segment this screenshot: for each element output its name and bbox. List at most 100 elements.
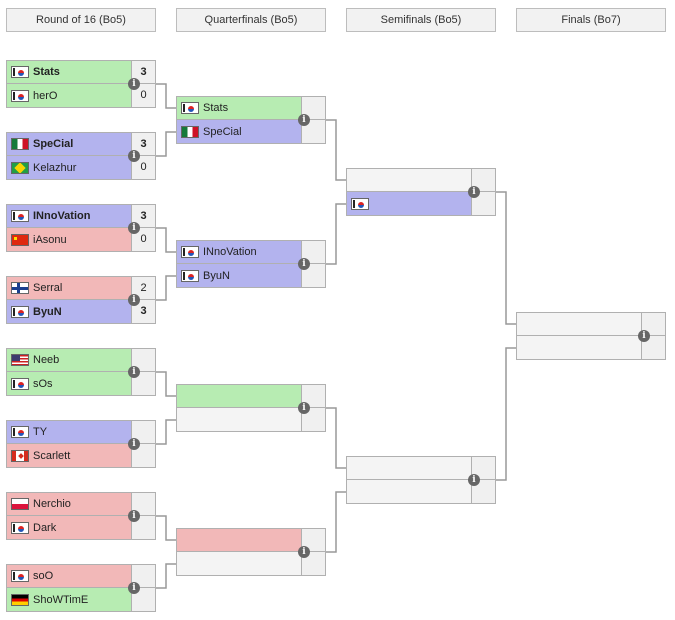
sf-match-2-player-1-slot[interactable] bbox=[346, 456, 472, 480]
qf-match-4-player-2-slot[interactable] bbox=[176, 552, 302, 576]
qf-match-3-player-1-slot[interactable] bbox=[176, 384, 302, 408]
ro16-match-1-player-1-slot[interactable]: Stats bbox=[6, 60, 132, 84]
header-semifinals: Semifinals (Bo5) bbox=[346, 8, 496, 32]
sf-match-2: i bbox=[346, 456, 496, 504]
player-name: Serral bbox=[33, 282, 63, 294]
flag-kr-icon bbox=[11, 377, 29, 390]
player-name: Neeb bbox=[33, 354, 60, 366]
ro16-match-7-player-2-slot[interactable]: Dark bbox=[6, 516, 132, 540]
header-finals: Finals (Bo7) bbox=[516, 8, 666, 32]
ro16-match-5: Neeb sOs i bbox=[6, 348, 156, 396]
score-cell: 0 bbox=[132, 156, 156, 180]
qf-match-4-player-1-slot[interactable] bbox=[176, 528, 302, 552]
match-info-icon[interactable]: i bbox=[128, 366, 140, 378]
ro16-match-2-player-2-slot[interactable]: Kelazhur bbox=[6, 156, 132, 180]
player-name: soO bbox=[33, 570, 54, 582]
match-info-icon[interactable]: i bbox=[128, 438, 140, 450]
sf-match-1-player-2-slot[interactable] bbox=[346, 192, 472, 216]
flag-kr-icon bbox=[11, 89, 29, 102]
player-name: INnoVation bbox=[33, 210, 91, 222]
qf-match-3-player-2-slot[interactable] bbox=[176, 408, 302, 432]
match-info-icon[interactable]: i bbox=[298, 258, 310, 270]
match-info-icon[interactable]: i bbox=[128, 510, 140, 522]
player-name: Kelazhur bbox=[33, 161, 77, 174]
match-info-icon[interactable]: i bbox=[638, 330, 650, 342]
flag-kr-icon bbox=[11, 66, 29, 78]
match-info-icon[interactable]: i bbox=[128, 294, 140, 306]
player-name: ByuN bbox=[203, 269, 230, 282]
ro16-match-3-player-2-slot[interactable]: iAsonu bbox=[6, 228, 132, 252]
flag-pl-icon bbox=[11, 498, 29, 510]
ro16-match-1-player-2-slot[interactable]: herO bbox=[6, 84, 132, 108]
flag-cn-icon bbox=[11, 233, 29, 246]
qf-match-1-player-1-slot[interactable]: Stats bbox=[176, 96, 302, 120]
flag-de-icon bbox=[11, 593, 29, 606]
flag-kr-icon bbox=[351, 197, 369, 210]
score-cell bbox=[472, 168, 496, 192]
qf-match-1-player-2-slot[interactable]: SpeCial bbox=[176, 120, 302, 144]
player-name: sOs bbox=[33, 377, 53, 390]
ro16-match-3-player-1-slot[interactable]: INnoVation bbox=[6, 204, 132, 228]
flag-us-icon bbox=[11, 354, 29, 366]
flag-ca-icon bbox=[11, 449, 29, 462]
match-info-icon[interactable]: i bbox=[468, 474, 480, 486]
player-name: herO bbox=[33, 89, 58, 102]
flag-kr-icon bbox=[11, 210, 29, 222]
sf-match-1: i bbox=[346, 168, 496, 216]
flag-kr-icon bbox=[11, 521, 29, 534]
flag-kr-icon bbox=[11, 426, 29, 438]
final-match-1-player-2-slot[interactable] bbox=[516, 336, 642, 360]
ro16-match-6-player-1-slot[interactable]: TY bbox=[6, 420, 132, 444]
flag-kr-icon bbox=[11, 570, 29, 582]
flag-kr-icon bbox=[181, 246, 199, 258]
ro16-match-7-player-1-slot[interactable]: Nerchio bbox=[6, 492, 132, 516]
player-name: Nerchio bbox=[33, 498, 71, 510]
sf-match-2-player-2-slot[interactable] bbox=[346, 480, 472, 504]
final-match-1-player-1-slot[interactable] bbox=[516, 312, 642, 336]
match-info-icon[interactable]: i bbox=[298, 546, 310, 558]
qf-match-4: i bbox=[176, 528, 326, 576]
match-info-icon[interactable]: i bbox=[128, 222, 140, 234]
sf-match-1-player-1-slot[interactable] bbox=[346, 168, 472, 192]
flag-mx-icon bbox=[181, 125, 199, 138]
flag-fi-icon bbox=[11, 282, 29, 294]
player-name: TY bbox=[33, 426, 48, 438]
player-name: Stats bbox=[203, 102, 229, 114]
player-name: SpeCial bbox=[203, 125, 242, 138]
player-name: Scarlett bbox=[33, 449, 71, 462]
ro16-match-6-player-2-slot[interactable]: Scarlett bbox=[6, 444, 132, 468]
match-info-icon[interactable]: i bbox=[128, 150, 140, 162]
match-info-icon[interactable]: i bbox=[468, 186, 480, 198]
ro16-match-6: TY Scarlett i bbox=[6, 420, 156, 468]
flag-mx-icon bbox=[11, 138, 29, 150]
player-name: Dark bbox=[33, 521, 57, 534]
ro16-match-4-player-1-slot[interactable]: Serral bbox=[6, 276, 132, 300]
match-info-icon[interactable]: i bbox=[128, 78, 140, 90]
player-name: ByuN bbox=[33, 305, 62, 318]
flag-kr-icon bbox=[181, 102, 199, 114]
final-match-1: i bbox=[516, 312, 666, 360]
flag-kr-icon bbox=[11, 305, 29, 318]
ro16-match-5-player-2-slot[interactable]: sOs bbox=[6, 372, 132, 396]
header-round-of-16: Round of 16 (Bo5) bbox=[6, 8, 156, 32]
match-info-icon[interactable]: i bbox=[128, 582, 140, 594]
ro16-match-8-player-1-slot[interactable]: soO bbox=[6, 564, 132, 588]
ro16-match-2-player-1-slot[interactable]: SpeCial bbox=[6, 132, 132, 156]
ro16-match-4-player-2-slot[interactable]: ByuN bbox=[6, 300, 132, 324]
qf-match-2-player-2-slot[interactable]: ByuN bbox=[176, 264, 302, 288]
ro16-match-8-player-2-slot[interactable]: ShoWTimE bbox=[6, 588, 132, 612]
match-info-icon[interactable]: i bbox=[298, 402, 310, 414]
qf-match-3: i bbox=[176, 384, 326, 432]
ro16-match-8: soO ShoWTimE i bbox=[6, 564, 156, 612]
ro16-match-5-player-1-slot[interactable]: Neeb bbox=[6, 348, 132, 372]
match-info-icon[interactable]: i bbox=[298, 114, 310, 126]
player-name: ShoWTimE bbox=[33, 593, 89, 606]
header-quarterfinals: Quarterfinals (Bo5) bbox=[176, 8, 326, 32]
qf-match-2-player-1-slot[interactable]: INnoVation bbox=[176, 240, 302, 264]
